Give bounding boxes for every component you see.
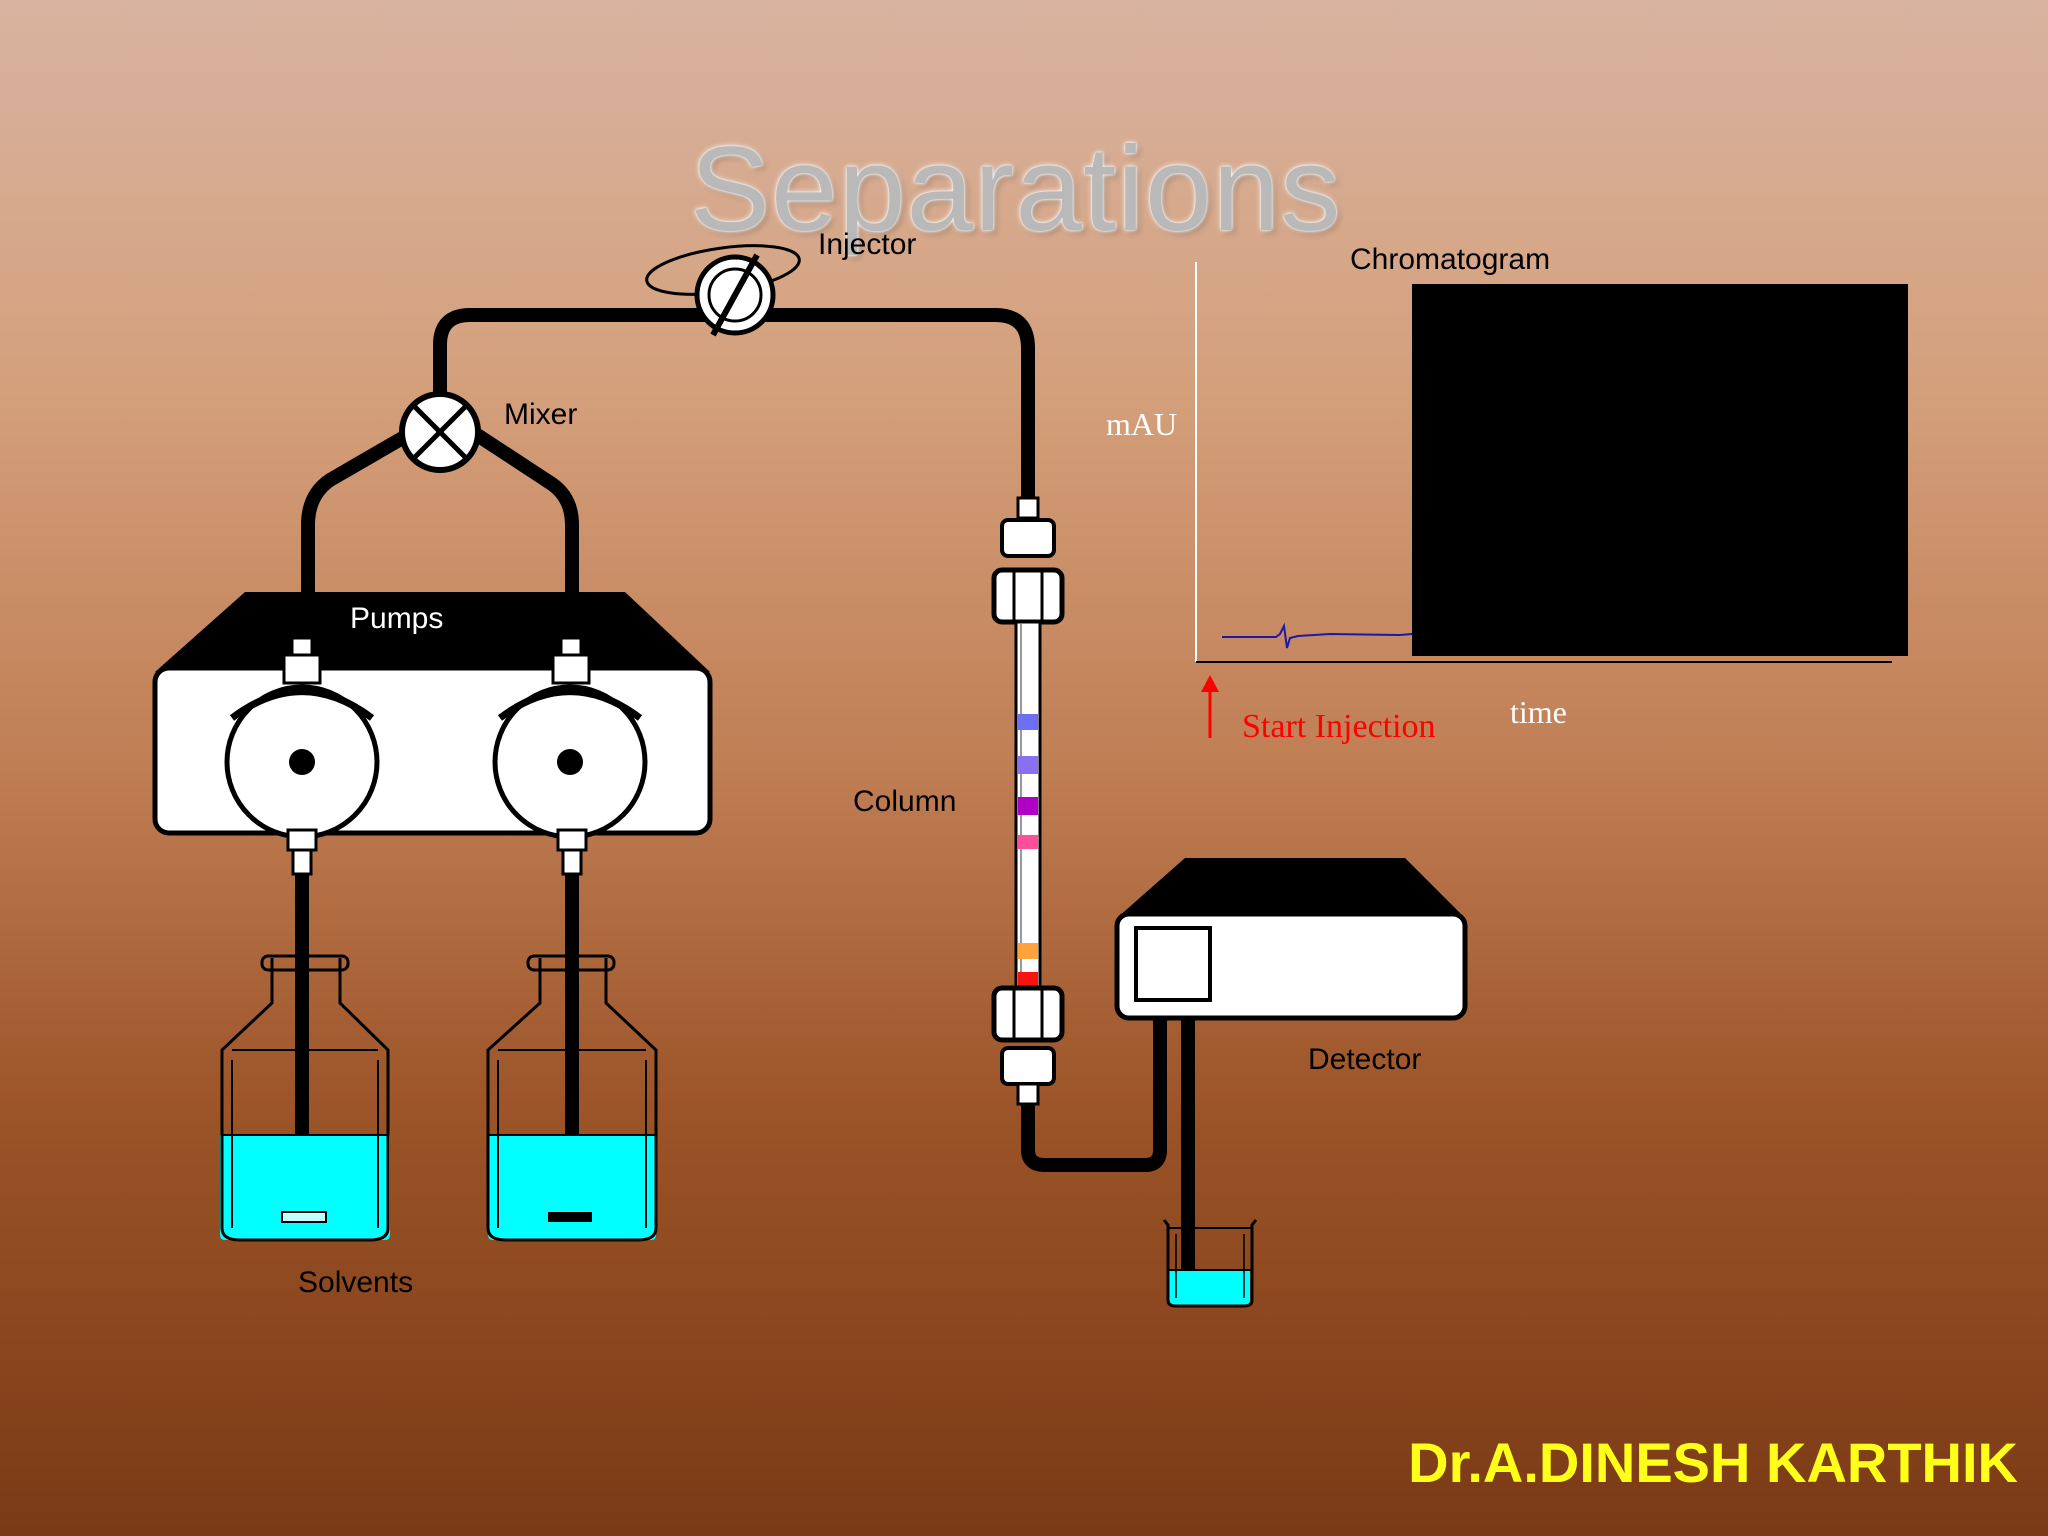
chromatogram-plot bbox=[1195, 262, 1908, 738]
pumps-unit bbox=[152, 592, 713, 876]
column-label: Column bbox=[853, 785, 957, 818]
chromatogram-title: Chromatogram bbox=[1350, 243, 1551, 276]
solvents-label: Solvents bbox=[298, 1266, 414, 1299]
y-axis-label: mAU bbox=[1106, 406, 1178, 442]
detector-unit bbox=[1114, 858, 1468, 1021]
solvent-bottle-left bbox=[220, 954, 390, 1242]
page-title: Separations bbox=[690, 122, 1342, 256]
band-4 bbox=[1018, 835, 1038, 849]
column bbox=[991, 496, 1065, 1106]
chromatogram-mask bbox=[1412, 284, 1908, 656]
band-5 bbox=[1018, 943, 1038, 959]
band-6 bbox=[1018, 972, 1038, 988]
waste-beaker bbox=[1162, 1219, 1258, 1308]
mixer bbox=[399, 391, 481, 473]
mixer-label: Mixer bbox=[504, 398, 578, 431]
injector-label: Injector bbox=[818, 228, 917, 261]
band-2 bbox=[1018, 756, 1038, 774]
start-arrow bbox=[1201, 675, 1219, 738]
author-credit: Dr.A.DINESH KARTHIK bbox=[1408, 1431, 2018, 1494]
detector-label: Detector bbox=[1308, 1043, 1422, 1076]
column-bands bbox=[1018, 714, 1038, 988]
start-injection-label: Start Injection bbox=[1242, 708, 1436, 745]
solvent-bottle-right bbox=[486, 954, 658, 1242]
pumps-label: Pumps bbox=[350, 602, 444, 635]
band-1 bbox=[1018, 714, 1038, 730]
x-axis-label: time bbox=[1510, 694, 1567, 730]
injector bbox=[645, 244, 801, 337]
baseline-trace bbox=[1222, 622, 1413, 649]
band-3 bbox=[1018, 797, 1038, 815]
